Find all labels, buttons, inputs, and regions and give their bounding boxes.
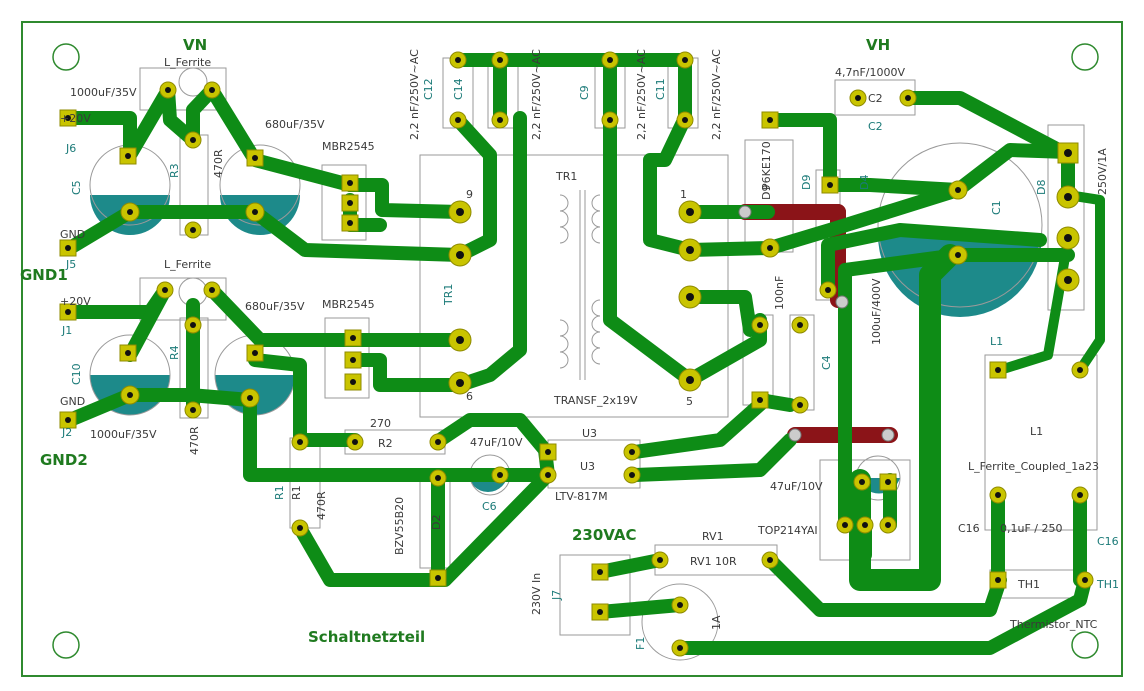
mounting-holes — [52, 43, 1099, 659]
svg-text:R1: R1 — [290, 485, 303, 500]
svg-text:C4: C4 — [820, 355, 833, 370]
svg-text:C2: C2 — [868, 92, 883, 105]
svg-text:C9: C9 — [578, 85, 591, 100]
svg-text:C12: C12 — [422, 78, 435, 100]
svg-text:C2: C2 — [868, 120, 883, 133]
transformer-windings — [559, 190, 601, 380]
svg-text:U3: U3 — [580, 460, 595, 473]
svg-text:230V In: 230V In — [530, 573, 543, 615]
svg-text:680uF/35V: 680uF/35V — [265, 118, 325, 131]
svg-text:L1: L1 — [990, 335, 1003, 348]
svg-text:+20V: +20V — [60, 295, 91, 308]
svg-text:MBR2545: MBR2545 — [322, 298, 375, 311]
svg-text:C16: C16 — [1097, 535, 1119, 548]
svg-text:J6: J6 — [65, 142, 76, 155]
svg-text:TH1: TH1 — [1096, 578, 1119, 591]
svg-text:100nF: 100nF — [773, 276, 786, 310]
svg-text:D4: D4 — [858, 175, 871, 190]
svg-text:470R: 470R — [212, 149, 225, 178]
svg-text:C5: C5 — [70, 180, 83, 195]
svg-text:L1: L1 — [1030, 425, 1043, 438]
svg-text:47uF/10V: 47uF/10V — [770, 480, 823, 493]
svg-text:C10: C10 — [70, 363, 83, 385]
svg-text:1000uF/35V: 1000uF/35V — [70, 86, 137, 99]
board-edge — [21, 21, 1123, 677]
svg-text:C11: C11 — [654, 78, 667, 100]
svg-text:R4: R4 — [168, 345, 181, 360]
svg-text:Thermistor_NTC: Thermistor_NTC — [1009, 618, 1098, 631]
vias — [738, 205, 895, 442]
svg-text:D9: D9 — [760, 185, 773, 200]
svg-text:RV1: RV1 — [702, 530, 724, 543]
svg-text:C6: C6 — [482, 500, 497, 513]
svg-text:470R: 470R — [315, 491, 328, 520]
svg-text:C14: C14 — [452, 78, 465, 100]
svg-text:J1: J1 — [61, 324, 72, 337]
svg-text:C16: C16 — [958, 522, 980, 535]
svg-text:C1: C1 — [990, 200, 1003, 215]
svg-text:2,2 nF/250V~AC: 2,2 nF/250V~AC — [408, 49, 421, 140]
svg-text:L_Ferrite_Coupled_1a23: L_Ferrite_Coupled_1a23 — [968, 460, 1099, 473]
svg-text:J2: J2 — [61, 426, 72, 439]
svg-text:L_Ferrite: L_Ferrite — [164, 258, 211, 271]
svg-text:6: 6 — [466, 390, 473, 403]
pads — [59, 109, 1079, 621]
svg-text:+20V: +20V — [60, 112, 91, 125]
svg-text:TR1: TR1 — [442, 284, 455, 306]
svg-text:J7: J7 — [550, 590, 563, 601]
svg-text:R1: R1 — [273, 485, 286, 500]
svg-text:J5: J5 — [65, 258, 76, 271]
svg-text:250V/1A: 250V/1A — [1096, 148, 1109, 195]
silkscreen-text: VN VH GND1 GND2 230VAC Schaltnetzteil L_… — [20, 36, 1119, 650]
svg-text:1A: 1A — [710, 615, 723, 630]
svg-text:TR1: TR1 — [555, 170, 577, 183]
svg-text:TRANSF_2x19V: TRANSF_2x19V — [553, 394, 638, 407]
svg-text:9: 9 — [466, 188, 473, 201]
svg-text:D9: D9 — [800, 175, 813, 190]
svg-text:680uF/35V: 680uF/35V — [245, 300, 305, 313]
svg-text:D8: D8 — [1035, 180, 1048, 195]
svg-text:GND: GND — [60, 395, 85, 408]
svg-text:5: 5 — [686, 395, 693, 408]
svg-text:100uF/400V: 100uF/400V — [870, 278, 883, 345]
heading-gnd2: GND2 — [40, 451, 88, 469]
svg-text:L_Ferrite: L_Ferrite — [164, 56, 211, 69]
svg-text:2,2 nF/250V~AC: 2,2 nF/250V~AC — [710, 49, 723, 140]
svg-text:F1: F1 — [634, 637, 647, 650]
heading-gnd1: GND1 — [20, 266, 68, 284]
board-title: Schaltnetzteil — [308, 628, 425, 646]
heading-mains: 230VAC — [572, 526, 637, 544]
svg-text:P6KE170: P6KE170 — [760, 141, 773, 190]
svg-text:D2: D2 — [430, 515, 443, 530]
svg-text:47uF/10V: 47uF/10V — [470, 436, 523, 449]
svg-text:TOP214YAI: TOP214YAI — [757, 524, 818, 537]
svg-text:4,7nF/1000V: 4,7nF/1000V — [835, 66, 905, 79]
svg-text:1: 1 — [680, 188, 687, 201]
round-pads — [120, 51, 1094, 657]
svg-text:1000uF/35V: 1000uF/35V — [90, 428, 157, 441]
svg-text:RV1 10R: RV1 10R — [690, 555, 737, 568]
svg-text:2,2 nF/250V~AC: 2,2 nF/250V~AC — [635, 49, 648, 140]
svg-text:GND: GND — [60, 228, 85, 241]
svg-text:BZV55B20: BZV55B20 — [393, 497, 406, 555]
svg-text:R3: R3 — [168, 163, 181, 178]
svg-text:TH1: TH1 — [1017, 578, 1040, 591]
svg-text:470R: 470R — [188, 426, 201, 455]
svg-text:270: 270 — [370, 417, 391, 430]
svg-text:U3: U3 — [582, 427, 597, 440]
svg-text:2,2 nF/250V~AC: 2,2 nF/250V~AC — [530, 49, 543, 140]
svg-text:0,1uF / 250: 0,1uF / 250 — [1000, 522, 1063, 535]
svg-text:MBR2545: MBR2545 — [322, 140, 375, 153]
svg-text:R2: R2 — [378, 437, 393, 450]
heading-vn: VN — [183, 36, 207, 54]
heading-vh: VH — [866, 36, 890, 54]
svg-text:LTV-817M: LTV-817M — [555, 490, 608, 503]
